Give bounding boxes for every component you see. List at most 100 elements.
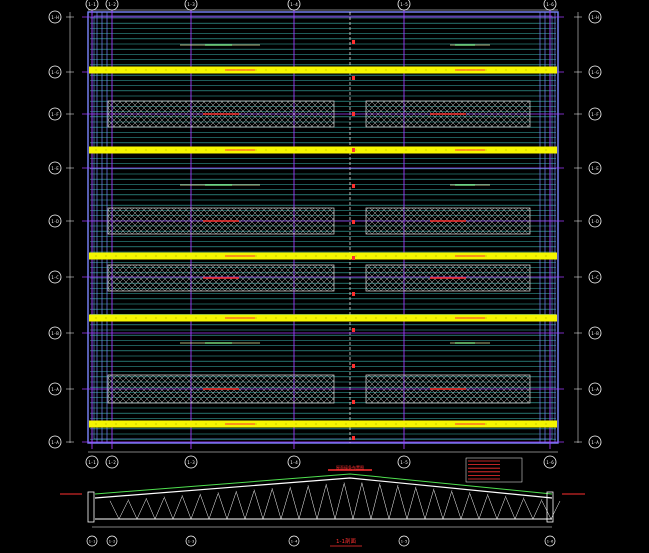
- bottom-axis-bubble-label: 1-1: [88, 460, 96, 465]
- top-axis-bubble: [397, 0, 411, 11]
- band-dot: [265, 317, 267, 319]
- band-dot: [145, 317, 147, 319]
- right-axis-bubble: [588, 10, 602, 24]
- right-axis-bubble: [588, 382, 602, 396]
- band-dot: [395, 255, 397, 257]
- band-dot: [405, 255, 407, 257]
- band-dot: [165, 149, 167, 151]
- band-dot: [215, 255, 217, 257]
- band-dot: [205, 317, 207, 319]
- band-dot: [525, 149, 527, 151]
- band-dot: [545, 69, 547, 71]
- band-dot: [335, 69, 337, 71]
- left-axis-bubble: [48, 435, 62, 449]
- yellow-band: [89, 146, 557, 154]
- band-dot: [385, 423, 387, 425]
- band-dot: [405, 423, 407, 425]
- top-axis-bubble-label: 1-1: [88, 2, 96, 7]
- band-dot: [525, 423, 527, 425]
- band-dot: [365, 317, 367, 319]
- band-dot: [155, 423, 157, 425]
- band-dot: [435, 255, 437, 257]
- truss-web: [451, 492, 462, 520]
- band-dot: [165, 255, 167, 257]
- section-axis-bubble: [544, 535, 556, 547]
- band-dot: [135, 149, 137, 151]
- band-dot: [305, 317, 307, 319]
- section-axis-label: 1-4: [291, 540, 298, 544]
- band-dot: [365, 69, 367, 71]
- truss-web: [253, 489, 264, 520]
- band-dot: [445, 69, 447, 71]
- top-axis-bubble: [184, 0, 198, 11]
- right-axis-bubble-label: 1-A: [591, 387, 599, 392]
- top-axis-bubble: [85, 0, 99, 11]
- band-dot: [445, 149, 447, 151]
- band-dot: [305, 255, 307, 257]
- band-dot: [345, 149, 347, 151]
- ridge-tag: [352, 148, 355, 152]
- truss-web: [235, 490, 246, 520]
- band-dot: [275, 423, 277, 425]
- roof-layer: [94, 473, 553, 495]
- truss-web: [505, 497, 516, 520]
- band-dot: [285, 69, 287, 71]
- truss-web: [370, 483, 381, 520]
- band-dot: [185, 69, 187, 71]
- top-axis-bubble: [543, 0, 557, 11]
- section-axis-label: 1-3: [188, 540, 195, 544]
- section-axis-label: 1-2: [109, 540, 116, 544]
- band-dot: [195, 423, 197, 425]
- truss-web: [532, 499, 543, 520]
- band-dot: [515, 69, 517, 71]
- truss-web: [325, 483, 336, 520]
- yellow-band: [89, 314, 557, 322]
- band-dot: [545, 317, 547, 319]
- band-dot: [345, 423, 347, 425]
- note-box: [465, 457, 523, 483]
- right-axis-bubble-label: 1-F: [591, 112, 599, 117]
- section-axis-label: 1-6: [547, 540, 554, 544]
- band-dot: [115, 255, 117, 257]
- ridge-tag: [352, 292, 355, 296]
- truss-web: [307, 485, 318, 520]
- ridge-tag: [352, 328, 355, 332]
- band-dot: [285, 317, 287, 319]
- left-axis-bubble-label: 1-E: [51, 166, 59, 171]
- band-dot: [125, 423, 127, 425]
- band-dot: [525, 69, 527, 71]
- truss-web: [262, 489, 273, 520]
- band-dot: [535, 317, 537, 319]
- band-dot: [305, 149, 307, 151]
- bottom-axis-bubble: [105, 455, 119, 469]
- band-dot: [355, 255, 357, 257]
- band-dot: [385, 317, 387, 319]
- truss-web: [460, 492, 471, 520]
- band-dot: [215, 423, 217, 425]
- band-dot: [445, 255, 447, 257]
- right-axis-bubble-label: 1-D: [591, 219, 599, 224]
- band-dot: [495, 69, 497, 71]
- band-dot: [445, 423, 447, 425]
- band-dot: [525, 255, 527, 257]
- band-dot: [355, 69, 357, 71]
- band-dot: [395, 317, 397, 319]
- band-dot: [385, 149, 387, 151]
- truss-web: [109, 500, 120, 520]
- band-dot: [365, 423, 367, 425]
- right-axis-bubble: [588, 270, 602, 284]
- band-dot: [195, 255, 197, 257]
- band-dot: [195, 317, 197, 319]
- plan-title: 屋面檩条布置图: [336, 464, 364, 470]
- band-dot: [375, 149, 377, 151]
- band-dot: [505, 69, 507, 71]
- band-dot: [485, 149, 487, 151]
- plan-outline: [87, 11, 559, 444]
- band-dot: [515, 317, 517, 319]
- truss-web: [406, 486, 417, 520]
- bottom-axis-bubble: [397, 455, 411, 469]
- band-dot: [175, 317, 177, 319]
- band-dot: [185, 317, 187, 319]
- band-dot: [105, 423, 107, 425]
